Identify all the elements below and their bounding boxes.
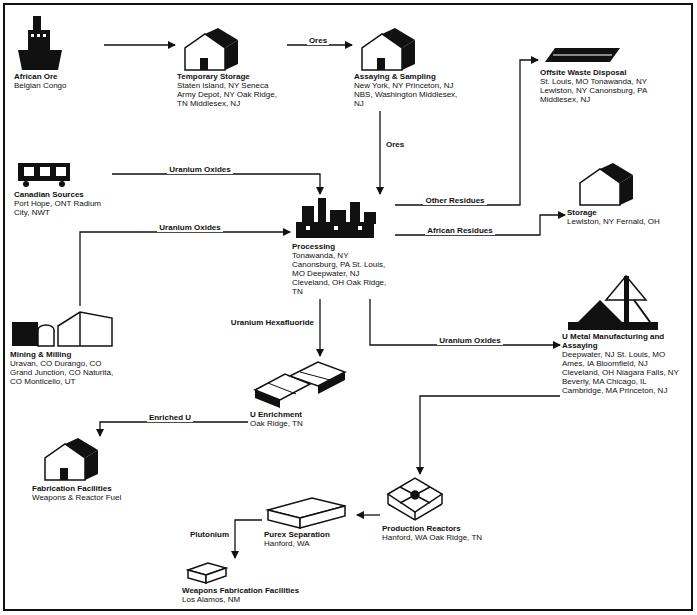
flow-arrow [319, 299, 320, 356]
separation-site: Purex SeparationHanford, WA [262, 494, 357, 551]
site-locations: Uravan, CO Durango, CO Grand Junction, C… [10, 359, 118, 386]
mining-milling-icon [12, 312, 112, 346]
site-heading: Assaying & Sampling [354, 72, 462, 81]
assay-site: Assaying & SamplingNew York, NY Princeto… [352, 26, 464, 111]
site-locations: Los Alamos, NM [182, 595, 328, 604]
flow-arrow [104, 44, 175, 45]
waste-site: Offsite Waste DisposalSt. Louis, MO Tona… [538, 44, 668, 107]
site-locations: Port Hope, ONT Radium City, NWT [14, 199, 110, 217]
flow-arrow [80, 232, 290, 306]
mining-site: Mining & MillingUravan, CO Durango, CO G… [8, 306, 120, 389]
flow-arrow [100, 422, 248, 436]
flow-label: Uranium Oxides [437, 336, 502, 345]
site-heading: U Enrichment [250, 410, 358, 419]
site-heading: Mining & Milling [10, 350, 118, 359]
flow-arrow [370, 299, 560, 345]
processing-site: ProcessingTonawanda, NY Canonsburg, PA S… [290, 194, 395, 299]
flow-label: Uranium Oxides [157, 223, 222, 232]
enrichment-plant-icon [255, 362, 345, 408]
site-heading: Temporary Storage [177, 72, 285, 81]
site-heading: Purex Separation [264, 530, 355, 539]
site-heading: Production Reactors [382, 524, 496, 533]
reactor-icon [388, 478, 442, 520]
flow-label: Other Residues [423, 196, 486, 205]
assay-house-icon [362, 28, 415, 70]
site-heading: Canadian Sources [14, 190, 110, 199]
waste-disposal-icon [545, 48, 620, 62]
flow-label: African Residues [425, 226, 494, 235]
site-locations: Weapons & Reactor Fuel [32, 493, 143, 502]
site-heading: Fabrication Facilities [32, 484, 143, 493]
flow-arrow [112, 174, 320, 194]
fabrication-site: Fabrication FacilitiesWeapons & Reactor … [30, 436, 145, 505]
canadian-sources-icon [18, 163, 70, 187]
site-heading: African Ore [14, 72, 102, 81]
weapons-site: Weapons Fabrication FacilitiesLos Alamos… [180, 558, 330, 607]
storage-house-icon [185, 28, 238, 70]
ship-icon [18, 16, 62, 70]
storage-icon [580, 163, 633, 205]
metal-plant-tower-icon [568, 276, 658, 330]
weapons-facility-icon [188, 563, 226, 583]
flow-label: Uranium Hexafluoride [229, 318, 316, 327]
site-locations: Staten Island, NY Seneca Army Depot, NY … [177, 81, 285, 108]
flow-label: Enriched U [147, 413, 193, 422]
site-locations: Lewiston, NY Fernald, OH [567, 217, 663, 226]
fabrication-house-icon [45, 438, 98, 480]
site-heading: Weapons Fabrication Facilities [182, 586, 328, 595]
site-locations: St. Louis, MO Tonawanda, NY Lewiston, NY… [540, 77, 666, 104]
storage-site: Temporary StorageStaten Island, NY Senec… [175, 26, 287, 111]
site-heading: Offsite Waste Disposal [540, 68, 666, 77]
processing-plant-icon [296, 198, 376, 238]
purex-plant-icon [268, 498, 345, 528]
ore-source: Canadian SourcesPort Hope, ONT Radium Ci… [12, 158, 112, 220]
flow-arrow [235, 520, 262, 558]
site-locations: Tonawanda, NY Canonsburg, PA St. Louis, … [292, 251, 393, 296]
site-heading: U Metal Manufacturing and Assaying [562, 332, 683, 350]
site-locations: Hanford, WA [264, 539, 355, 548]
site-locations: Belgian Congo [14, 81, 102, 90]
site-locations: New York, NY Princeton, NJ NBS, Washingt… [354, 81, 462, 108]
flow-arrow [395, 215, 565, 235]
site-locations: Hanford, WA Oak Ridge, TN [382, 533, 496, 542]
storage-site: StorageLewiston, NY Fernald, OH [565, 160, 665, 229]
flow-arrow [379, 111, 380, 194]
flow-label: Ores [384, 140, 406, 149]
flow-arrow [420, 396, 560, 474]
reactor-site: Production ReactorsHanford, WA Oak Ridge… [380, 474, 498, 545]
enrichment-site: U EnrichmentOak Ridge, TN [248, 356, 360, 431]
site-locations: Deepwater, NJ St. Louis, MO Ames, IA Blo… [562, 350, 683, 395]
site-locations: Oak Ridge, TN [250, 419, 358, 428]
frame [4, 4, 692, 610]
site-heading: Storage [567, 208, 663, 217]
site-heading: Processing [292, 242, 393, 251]
ore-source: African OreBelgian Congo [12, 10, 104, 93]
metal-site: U Metal Manufacturing and AssayingDeepwa… [560, 268, 685, 398]
flow-label: Ores [307, 36, 329, 45]
flow-label: Uranium Oxides [167, 165, 232, 174]
flow-label: Plutonium [188, 530, 231, 539]
flow-arrow [357, 514, 380, 515]
